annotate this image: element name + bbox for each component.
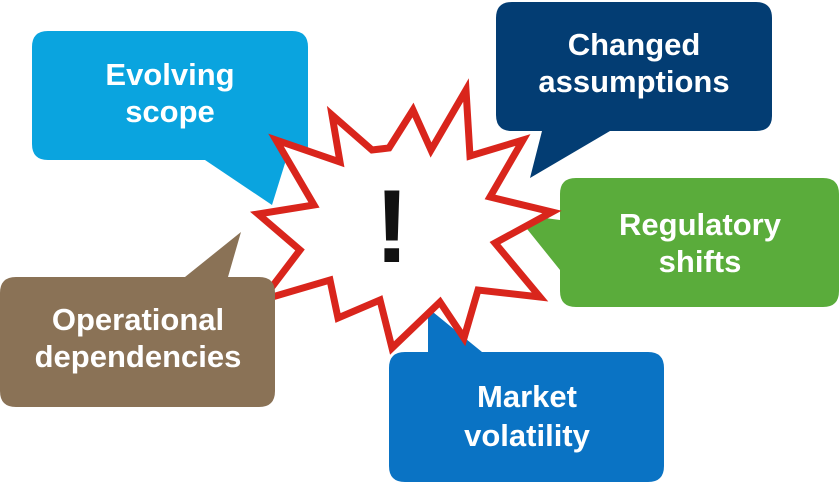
bubble-label-market-volatility-line1: Market — [477, 379, 577, 414]
bubble-label-operational-dependencies-line2: dependencies — [35, 339, 242, 374]
bubble-label-operational-dependencies-line1: Operational — [52, 302, 224, 337]
speech-bubble-regulatory-shifts — [515, 178, 839, 307]
bubble-evolving-scope: Evolving scope — [32, 31, 308, 205]
starburst: ! — [249, 78, 562, 355]
speech-bubble-changed-assumptions — [496, 2, 772, 178]
speech-bubble-operational-dependencies — [0, 232, 275, 407]
bubble-regulatory-shifts: Regulatory shifts — [515, 178, 839, 307]
speech-bubble-market-volatility — [389, 308, 664, 482]
bubble-label-regulatory-shifts-line2: shifts — [659, 244, 742, 279]
bubble-label-evolving-scope-line2: scope — [125, 94, 215, 129]
bubble-label-regulatory-shifts-line1: Regulatory — [619, 207, 782, 242]
bubble-changed-assumptions: Changed assumptions — [496, 2, 772, 178]
bubble-label-changed-assumptions-line2: assumptions — [538, 64, 729, 99]
bubble-label-market-volatility-line2: volatility — [464, 418, 591, 453]
bubble-label-changed-assumptions-line1: Changed — [568, 27, 701, 62]
bubble-market-volatility: Market volatility — [389, 308, 664, 482]
bubble-operational-dependencies: Operational dependencies — [0, 232, 275, 407]
bubble-label-evolving-scope-line1: Evolving — [105, 57, 234, 92]
exclamation-mark: ! — [375, 169, 410, 285]
starburst-shape — [249, 78, 562, 355]
speech-bubble-evolving-scope — [32, 31, 308, 205]
